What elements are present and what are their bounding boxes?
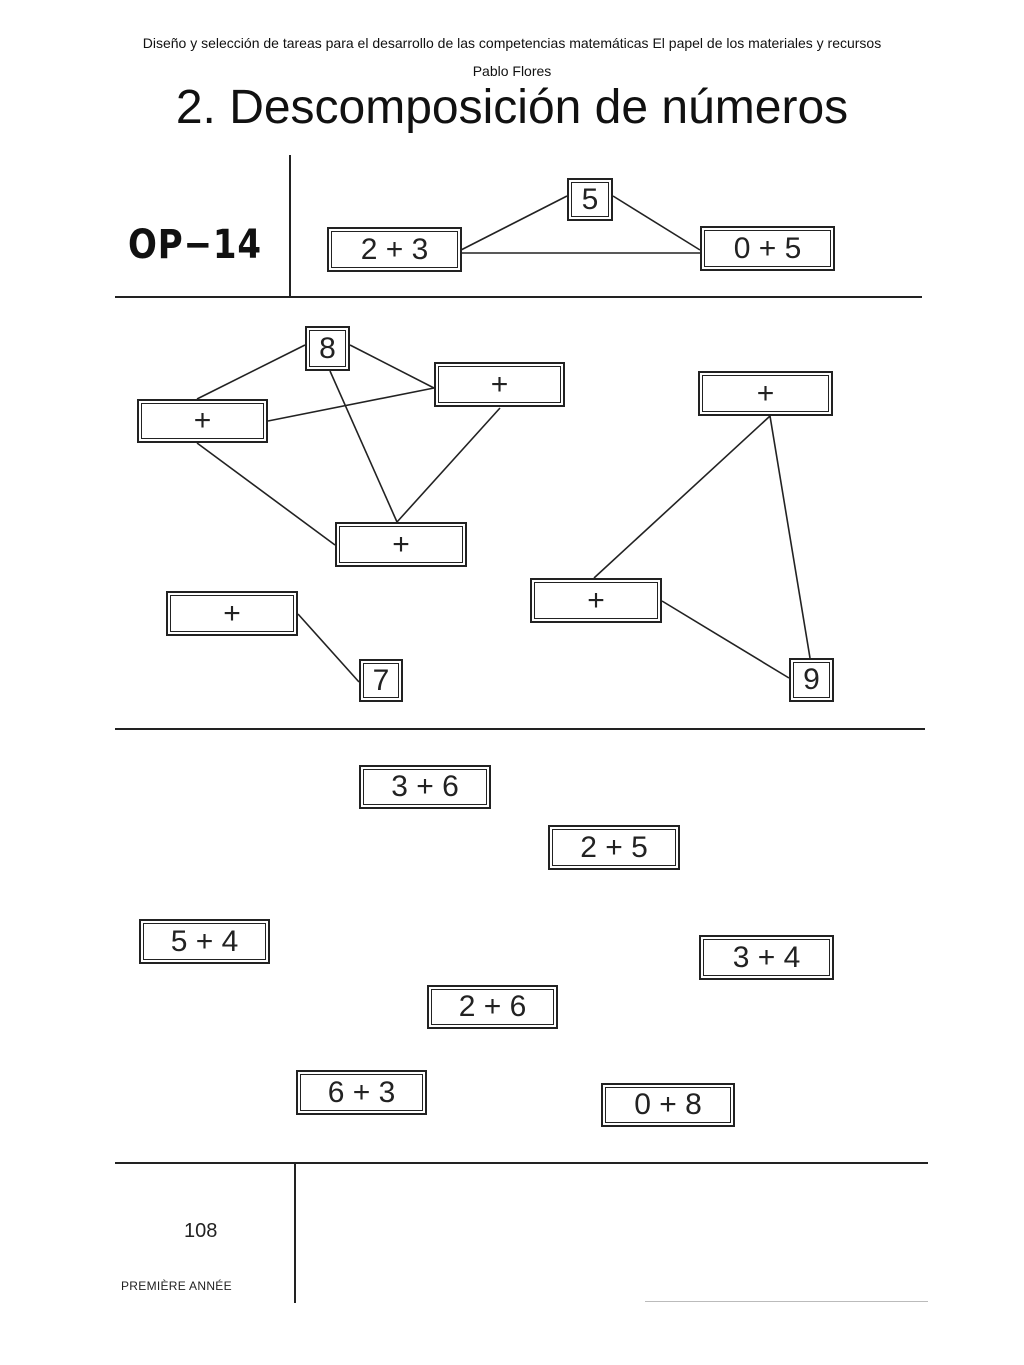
exercise-8-slot-bottom[interactable]: + (335, 522, 467, 567)
expression-box[interactable]: 2 + 6 (427, 985, 558, 1029)
exercise-8-target-box: 8 (305, 326, 350, 371)
top-divider-vertical (289, 155, 291, 298)
exercise-7-slot[interactable]: + (166, 591, 298, 636)
section-divider-3 (115, 1162, 928, 1164)
worksheet-code: OP−14 (128, 222, 262, 268)
exercise-9-target-box: 9 (789, 658, 834, 702)
example-left-expression: 2 + 3 (327, 227, 462, 272)
example-target-box: 5 (567, 178, 613, 221)
footer-faint-line (645, 1301, 928, 1302)
expression-box[interactable]: 6 + 3 (296, 1070, 427, 1115)
expression-box[interactable]: 5 + 4 (139, 919, 270, 964)
exercise-8-slot-left[interactable]: + (137, 399, 268, 443)
exercise-8-slot-right[interactable]: + (434, 362, 565, 407)
author-name: Pablo Flores (472, 63, 552, 79)
page-title: 2. Descomposición de números (175, 81, 849, 134)
example-right-expression: 0 + 5 (700, 226, 835, 271)
page-number: 108 (184, 1220, 218, 1242)
expression-box[interactable]: 3 + 4 (699, 935, 834, 980)
footer-grade-label: PREMIÈRE ANNÉE (121, 1279, 232, 1293)
exercise-9-slot-left[interactable]: + (530, 578, 662, 623)
document-title: Diseño y selección de tareas para el des… (142, 35, 882, 51)
footer-divider-vertical (294, 1163, 296, 1303)
exercise-9-slot-top[interactable]: + (698, 371, 833, 416)
expression-box[interactable]: 3 + 6 (359, 765, 491, 809)
exercise-7-target-box: 7 (359, 659, 403, 702)
section-divider-2 (115, 728, 925, 730)
expression-box[interactable]: 2 + 5 (548, 825, 680, 870)
expression-box[interactable]: 0 + 8 (601, 1083, 735, 1127)
section-divider-1 (115, 296, 922, 298)
